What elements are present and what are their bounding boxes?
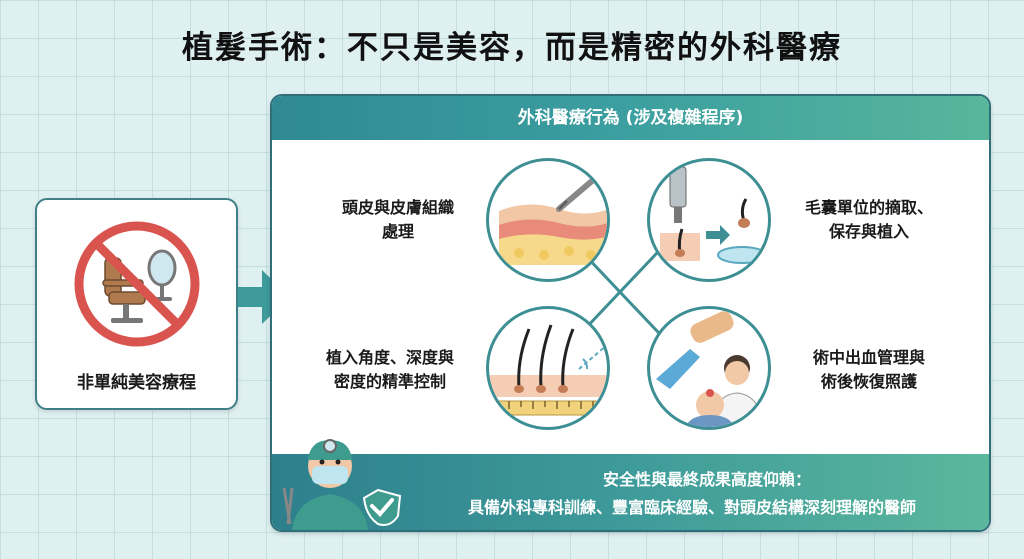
cosmetic-label: 非單純美容療程 (77, 373, 196, 393)
circle-skin-tissue (486, 158, 610, 282)
item-implant-angle: 植入角度、深度與 密度的精準控制 (325, 348, 454, 391)
surgeon-icon (282, 439, 402, 530)
item-skin-tissue: 頭皮與皮膚組織 處理 (341, 198, 454, 241)
circle-follicle (647, 158, 771, 282)
item-bleeding-care: 術中出血管理與 術後恢復照護 (812, 348, 925, 391)
no-barber-chair-icon (74, 221, 200, 347)
implant-angle-icon (489, 324, 607, 416)
footer-line-2: 具備外科專科訓練、豐富臨床經驗、對頭皮結構深刻理解的醫師 (467, 498, 916, 517)
cosmetic-card: 非單純美容療程 (35, 198, 238, 410)
panel-header: 外科醫療行為 (涉及複雜程序) (272, 96, 989, 140)
bleeding-care-icon (656, 311, 764, 427)
footer-line-1: 安全性與最終成果高度仰賴： (602, 470, 811, 489)
item-follicle-extraction: 毛囊單位的摘取、 保存與植入 (804, 198, 933, 241)
circle-implant-angle (486, 306, 610, 430)
surgical-panel: 外科醫療行為 (涉及複雜程序) 頭皮與皮膚組織 處理 (270, 94, 991, 532)
circle-bleeding-care (647, 306, 771, 430)
skin-tissue-icon (499, 172, 607, 265)
page-title: 植髮手術：不只是美容，而是精密的外科醫療 (182, 30, 842, 66)
follicle-extraction-icon (660, 166, 767, 264)
